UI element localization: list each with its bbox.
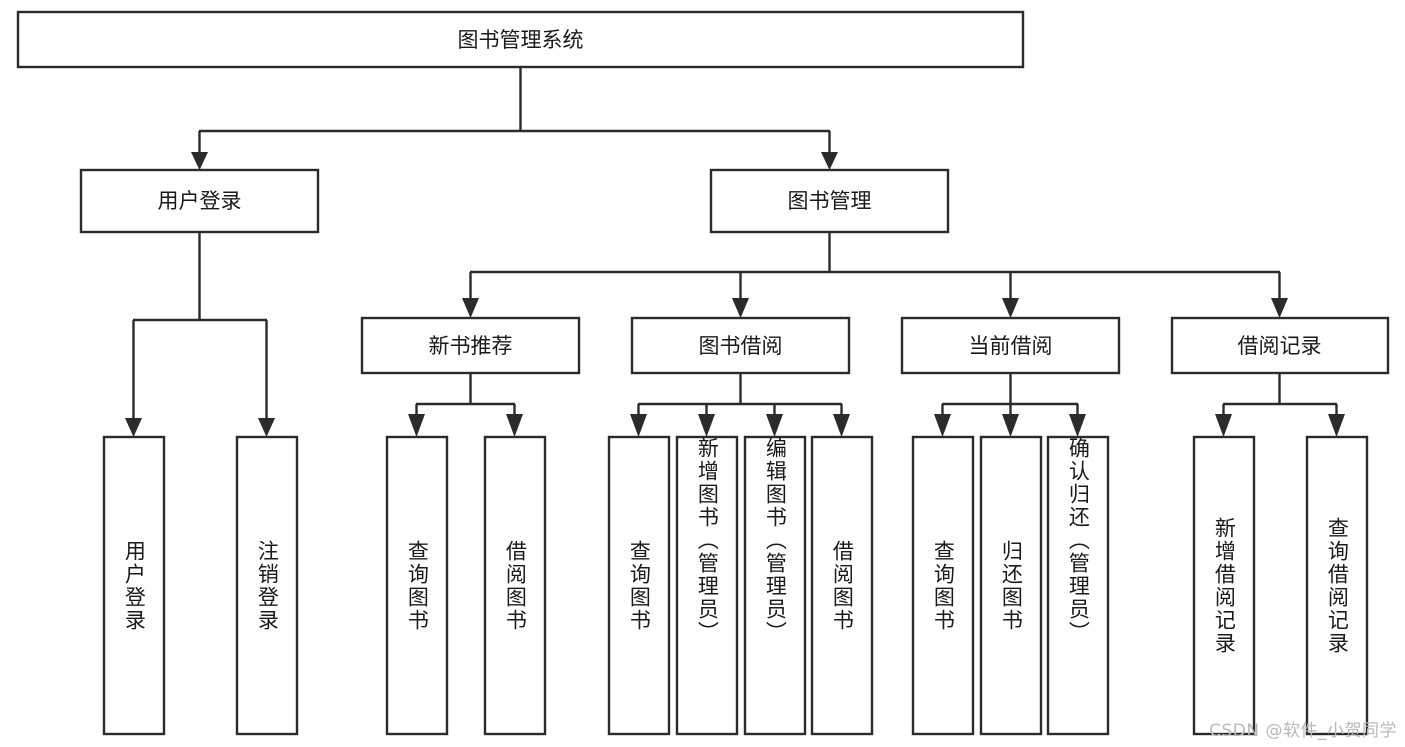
node-user-login-label: 用户登录 bbox=[158, 189, 242, 213]
arrow-current-leaf-2 bbox=[1002, 414, 1019, 437]
leaf-box-query-book-current[interactable] bbox=[911, 435, 975, 736]
node-book-borrow-box[interactable] bbox=[630, 316, 851, 375]
leaf-box-query-book-borrow[interactable] bbox=[607, 435, 671, 736]
arrow-root-to-book-mgmt bbox=[821, 152, 838, 170]
node-book-management-box[interactable] bbox=[709, 168, 950, 234]
node-book-management-label: 图书管理 bbox=[788, 189, 872, 213]
node-root-label: 图书管理系统 bbox=[458, 28, 584, 52]
arrow-userlogin-leaf-1 bbox=[125, 418, 142, 437]
arrow-record-leaf-2 bbox=[1328, 414, 1345, 437]
node-new-book-recommend[interactable]: 新书推荐 bbox=[360, 316, 581, 375]
arrow-bookmgmt-to-borrow bbox=[732, 298, 749, 318]
arrow-bookmgmt-to-current bbox=[1002, 298, 1019, 318]
node-current-borrow-label: 当前借阅 bbox=[969, 334, 1053, 358]
node-new-book-recommend-box[interactable] bbox=[360, 316, 581, 375]
node-borrow-record-box[interactable] bbox=[1170, 316, 1390, 375]
arrow-newbook-leaf-2 bbox=[506, 414, 523, 437]
leaf-box-confirm-return[interactable] bbox=[1046, 435, 1110, 736]
edges-group bbox=[125, 67, 1345, 437]
node-current-borrow[interactable]: 当前借阅 bbox=[900, 316, 1121, 375]
leaf-box-borrow-book[interactable] bbox=[810, 435, 874, 736]
node-user-login-box[interactable] bbox=[79, 168, 320, 234]
arrow-borrow-leaf-4 bbox=[833, 414, 850, 437]
leaf-box-return-book[interactable] bbox=[979, 435, 1043, 736]
leaf-box-query-borrow-record[interactable] bbox=[1305, 435, 1369, 736]
arrow-borrow-leaf-2 bbox=[698, 414, 715, 437]
arrow-current-leaf-1 bbox=[934, 414, 951, 437]
leaf-box-query-book-new[interactable] bbox=[385, 435, 449, 736]
arrow-borrow-leaf-3 bbox=[766, 414, 783, 437]
leaf-boxes-group bbox=[102, 435, 1369, 736]
arrow-root-to-user-login bbox=[191, 152, 208, 170]
arrow-bookmgmt-to-new-book bbox=[462, 298, 479, 318]
node-current-borrow-box[interactable] bbox=[900, 316, 1121, 375]
arrow-record-leaf-1 bbox=[1215, 414, 1232, 437]
node-borrow-record-label: 借阅记录 bbox=[1238, 334, 1322, 358]
arrow-newbook-leaf-1 bbox=[408, 414, 425, 437]
node-root-box[interactable] bbox=[16, 10, 1025, 69]
node-borrow-record[interactable]: 借阅记录 bbox=[1170, 316, 1390, 375]
leaf-box-edit-book-admin[interactable] bbox=[743, 435, 807, 736]
arrow-userlogin-leaf-2 bbox=[258, 418, 275, 437]
arrow-bookmgmt-to-record bbox=[1271, 298, 1288, 318]
arrow-current-leaf-3 bbox=[1069, 414, 1086, 437]
node-root-system[interactable]: 图书管理系统 bbox=[16, 10, 1025, 69]
leaf-box-user-login[interactable] bbox=[102, 435, 166, 736]
leaf-box-borrow-book-new[interactable] bbox=[483, 435, 547, 736]
leaf-box-logout[interactable] bbox=[235, 435, 299, 736]
node-book-borrow-label: 图书借阅 bbox=[699, 334, 783, 358]
arrow-borrow-leaf-1 bbox=[630, 414, 647, 437]
node-user-login[interactable]: 用户登录 bbox=[79, 168, 320, 234]
node-book-management[interactable]: 图书管理 bbox=[709, 168, 950, 234]
leaf-box-add-book-admin[interactable] bbox=[675, 435, 739, 736]
node-book-borrow[interactable]: 图书借阅 bbox=[630, 316, 851, 375]
node-new-book-recommend-label: 新书推荐 bbox=[429, 334, 513, 358]
csdn-watermark: CSDN @软件_小贺同学 bbox=[1209, 721, 1397, 741]
leaf-box-add-borrow-record[interactable] bbox=[1192, 435, 1256, 736]
